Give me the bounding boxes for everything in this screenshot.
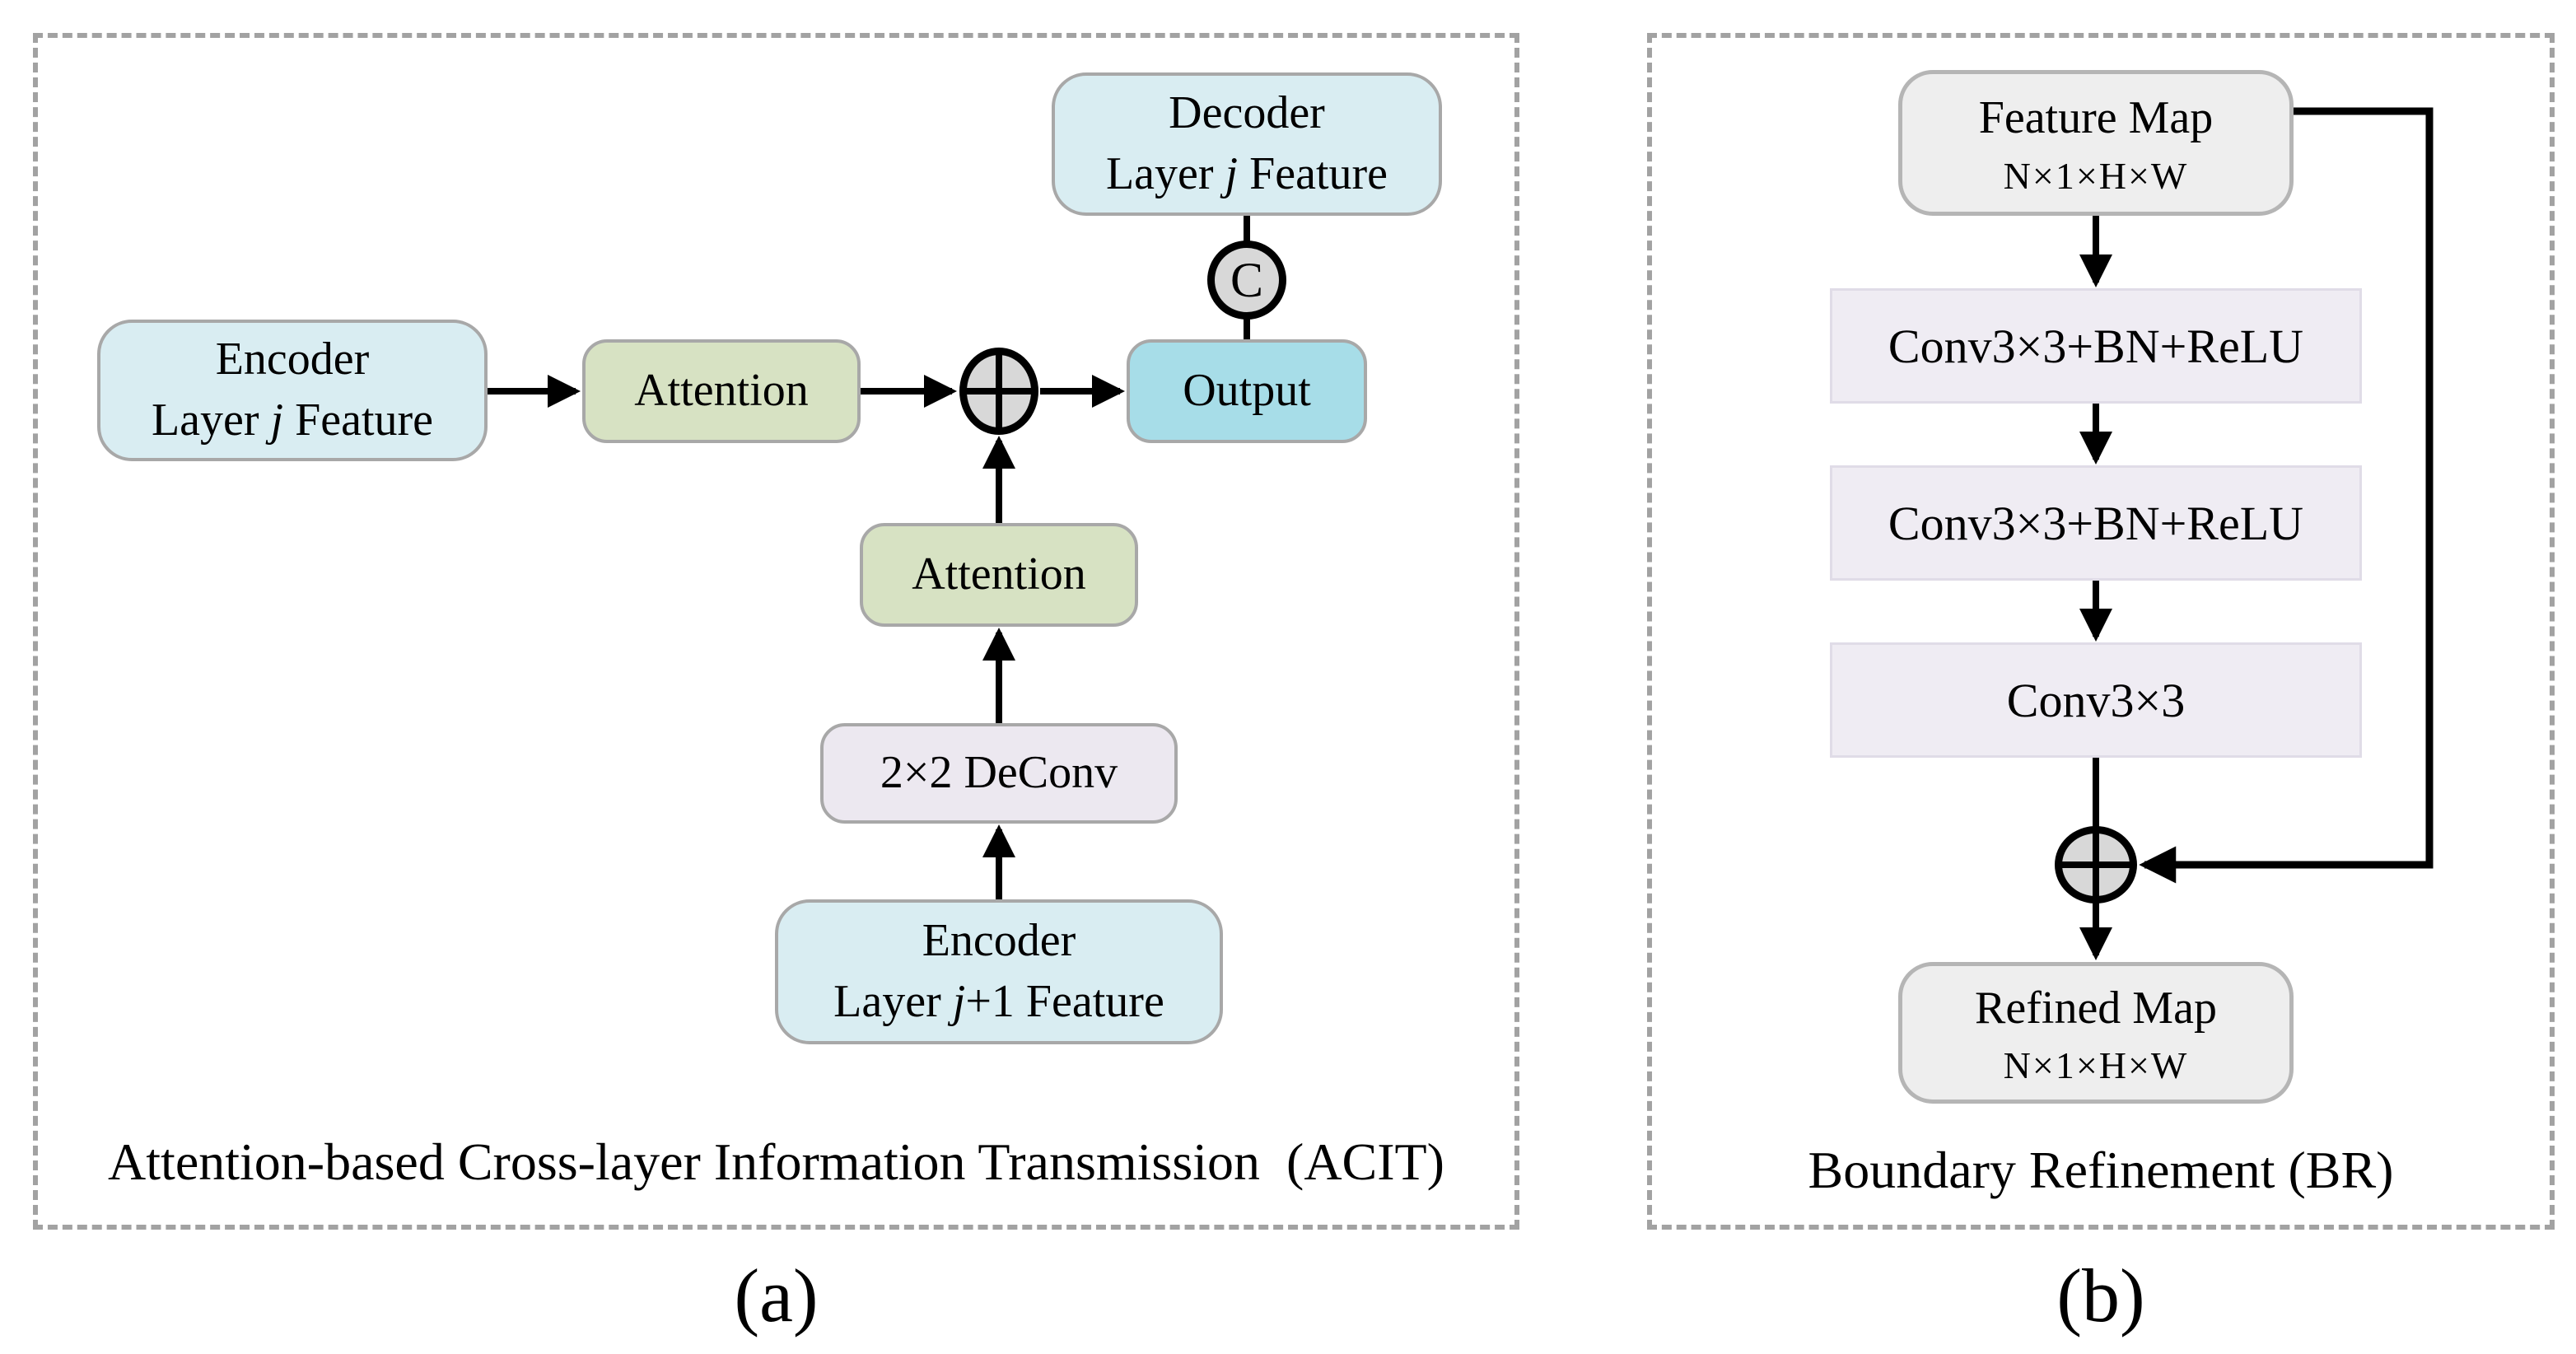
node-label: Attention	[634, 365, 809, 417]
node-label-line1: Encoder	[215, 334, 370, 385]
elementwise-add-icon-br	[2055, 826, 2137, 903]
concat-letter: C	[1230, 253, 1264, 307]
node-label-line1: Decoder	[1169, 87, 1325, 139]
output-node: Output	[1127, 339, 1367, 443]
node-label: Attention	[912, 549, 1086, 600]
node-label-line2: Layer j Feature	[1105, 148, 1388, 199]
node-label-line1: Refined Map	[1975, 982, 2217, 1034]
node-label: Output	[1183, 365, 1311, 417]
encoder-layer-j-feature-node: Encoder Layer j Feature	[97, 320, 488, 461]
conv-node-3: Conv3×3	[1830, 642, 2362, 758]
node-label: 2×2 DeConv	[880, 747, 1118, 799]
node-label-line2: Layer j Feature	[151, 395, 434, 446]
panel-b-label: (b)	[2056, 1254, 2145, 1338]
panel-a-caption: Attention-based Cross-layer Information …	[108, 1132, 1444, 1191]
node-label-line1: Encoder	[922, 915, 1076, 967]
decoder-layer-j-feature-node: Decoder Layer j Feature	[1052, 72, 1442, 216]
attention-top-node: Attention	[582, 339, 861, 443]
feature-map-node: Feature Map N×1×H×W	[1898, 70, 2294, 216]
node-dims: N×1×H×W	[2003, 154, 2189, 197]
panel-b-caption: Boundary Refinement (BR)	[1808, 1141, 2394, 1199]
plus-horizontal-bar	[967, 388, 1031, 395]
encoder-layer-j1-feature-node: Encoder Layer j+1 Feature	[775, 899, 1223, 1044]
elementwise-add-icon	[959, 348, 1038, 435]
panel-acit-frame	[33, 33, 1519, 1230]
node-label: Conv3×3+BN+ReLU	[1888, 319, 2304, 373]
refined-map-node: Refined Map N×1×H×W	[1898, 962, 2294, 1104]
panel-a-label: (a)	[734, 1254, 819, 1338]
plus-horizontal-bar	[2062, 861, 2130, 868]
node-dims: N×1×H×W	[2003, 1044, 2189, 1087]
skip-connection-line	[2139, 107, 2434, 884]
node-label: Conv3×3+BN+ReLU	[1888, 496, 2304, 550]
node-label: Conv3×3	[2006, 673, 2186, 727]
concat-icon: C	[1207, 240, 1286, 320]
conv-bn-relu-node-1: Conv3×3+BN+ReLU	[1830, 288, 2362, 404]
conv-bn-relu-node-2: Conv3×3+BN+ReLU	[1830, 465, 2362, 581]
deconv-node: 2×2 DeConv	[820, 723, 1178, 824]
attention-bottom-node: Attention	[860, 523, 1138, 627]
node-label-line1: Feature Map	[1978, 92, 2214, 144]
node-label-line2: Layer j+1 Feature	[833, 976, 1164, 1027]
